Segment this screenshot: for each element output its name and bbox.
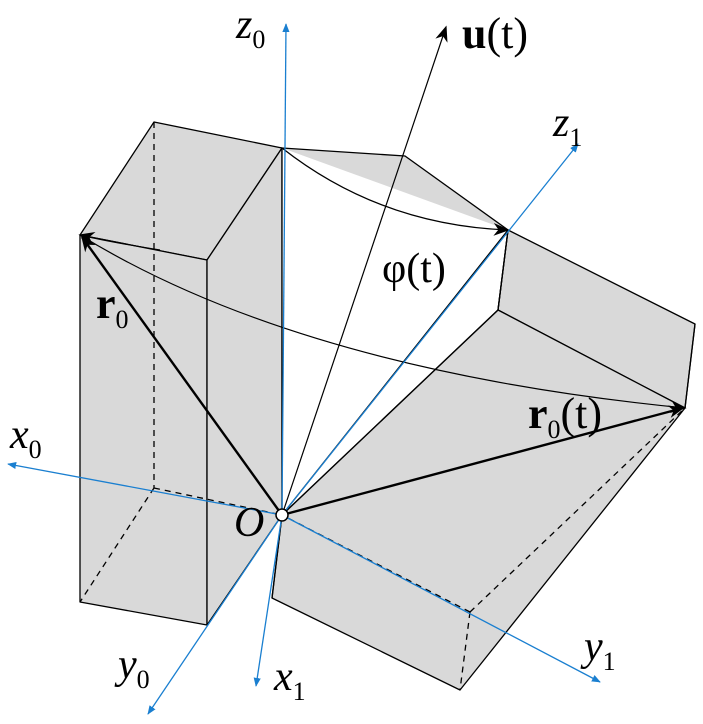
x1-label: x1 [273,654,306,706]
phi-label: φ(t) [382,246,446,292]
z0-label: z0 [235,2,265,54]
r0t-label: r0(t) [528,389,602,444]
y0-axis [147,514,283,715]
gap-wedge [282,148,508,515]
rotation-arc [79,234,687,413]
right-block-hidden-edge-3 [469,407,686,613]
r0-vector [81,235,283,516]
y1-axis [281,514,601,683]
r0t-vector [281,405,685,517]
y0-label: y0 [114,642,150,694]
axes [7,23,601,715]
left-block [79,121,283,626]
x0-label: x0 [9,412,42,464]
y1-label: y1 [580,624,616,676]
left-block-hidden-edge-2 [79,487,155,603]
z1-label: z1 [552,100,582,152]
right-block-hidden-edge-2 [459,611,471,691]
origin-label: O [234,500,264,546]
r0-label: r0 [96,279,129,334]
right-block-edge-4 [684,323,696,409]
u-vector [281,25,448,516]
z0-axis [281,23,290,516]
z1-axis [281,143,579,516]
gap-wedge-arc [281,147,510,236]
right-block-top-edge [497,229,509,311]
right-block-edge-2 [281,309,499,516]
x0-axis [7,461,283,516]
x1-axis [253,514,283,687]
origin-point [275,508,289,522]
u-label: u(t) [462,9,528,58]
